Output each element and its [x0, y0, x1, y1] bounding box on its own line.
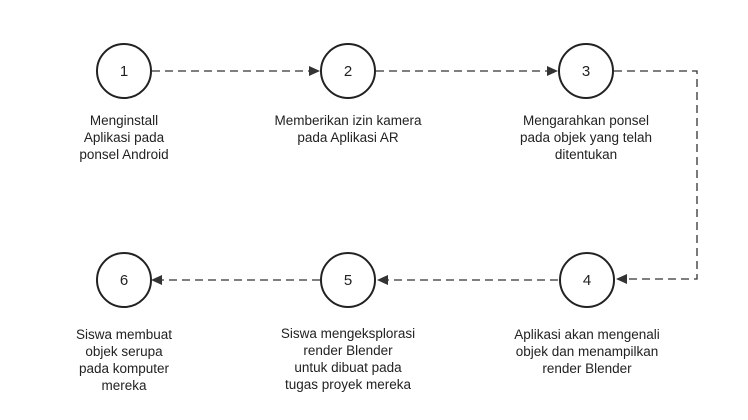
arrow-head-1-2 — [309, 66, 320, 76]
node-circle — [320, 252, 376, 308]
node-2-caption: Memberikan izin kamera pada Aplikasi AR — [274, 113, 422, 145]
node-1-caption: Menginstall Aplikasi pada ponsel Android — [79, 113, 169, 162]
node-5-caption: Siswa mengeksplorasi render Blender untu… — [280, 326, 416, 392]
node-circle — [320, 43, 376, 99]
arrow-head-3-4 — [616, 274, 627, 284]
node-1: 1 — [96, 43, 152, 99]
node-3: 3 — [558, 43, 614, 99]
arrow-head-5-6 — [151, 275, 162, 285]
node-number: 6 — [120, 272, 128, 289]
node-number: 3 — [582, 63, 590, 80]
node-6-caption: Siswa membuat objek serupa pada komputer… — [75, 327, 173, 393]
node-5: 5 — [320, 252, 376, 308]
node-circle — [96, 43, 152, 99]
node-circle — [558, 43, 614, 99]
node-number: 4 — [583, 272, 591, 289]
node-2: 2 — [320, 43, 376, 99]
node-circle — [96, 252, 152, 308]
node-number: 1 — [120, 63, 128, 80]
node-circle — [559, 252, 615, 308]
arrow-head-4-5 — [377, 275, 388, 285]
connector-3-4 — [614, 70, 698, 280]
node-4-caption: Aplikasi akan mengenali objek dan menamp… — [514, 327, 660, 376]
node-number: 2 — [344, 63, 352, 80]
connectors — [151, 66, 698, 285]
arrow-head-2-3 — [547, 66, 558, 76]
node-4: 4 — [559, 252, 615, 308]
node-6: 6 — [96, 252, 152, 308]
node-3-caption: Mengarahkan ponsel pada objek yang telah… — [519, 113, 653, 162]
node-number: 5 — [344, 272, 352, 289]
